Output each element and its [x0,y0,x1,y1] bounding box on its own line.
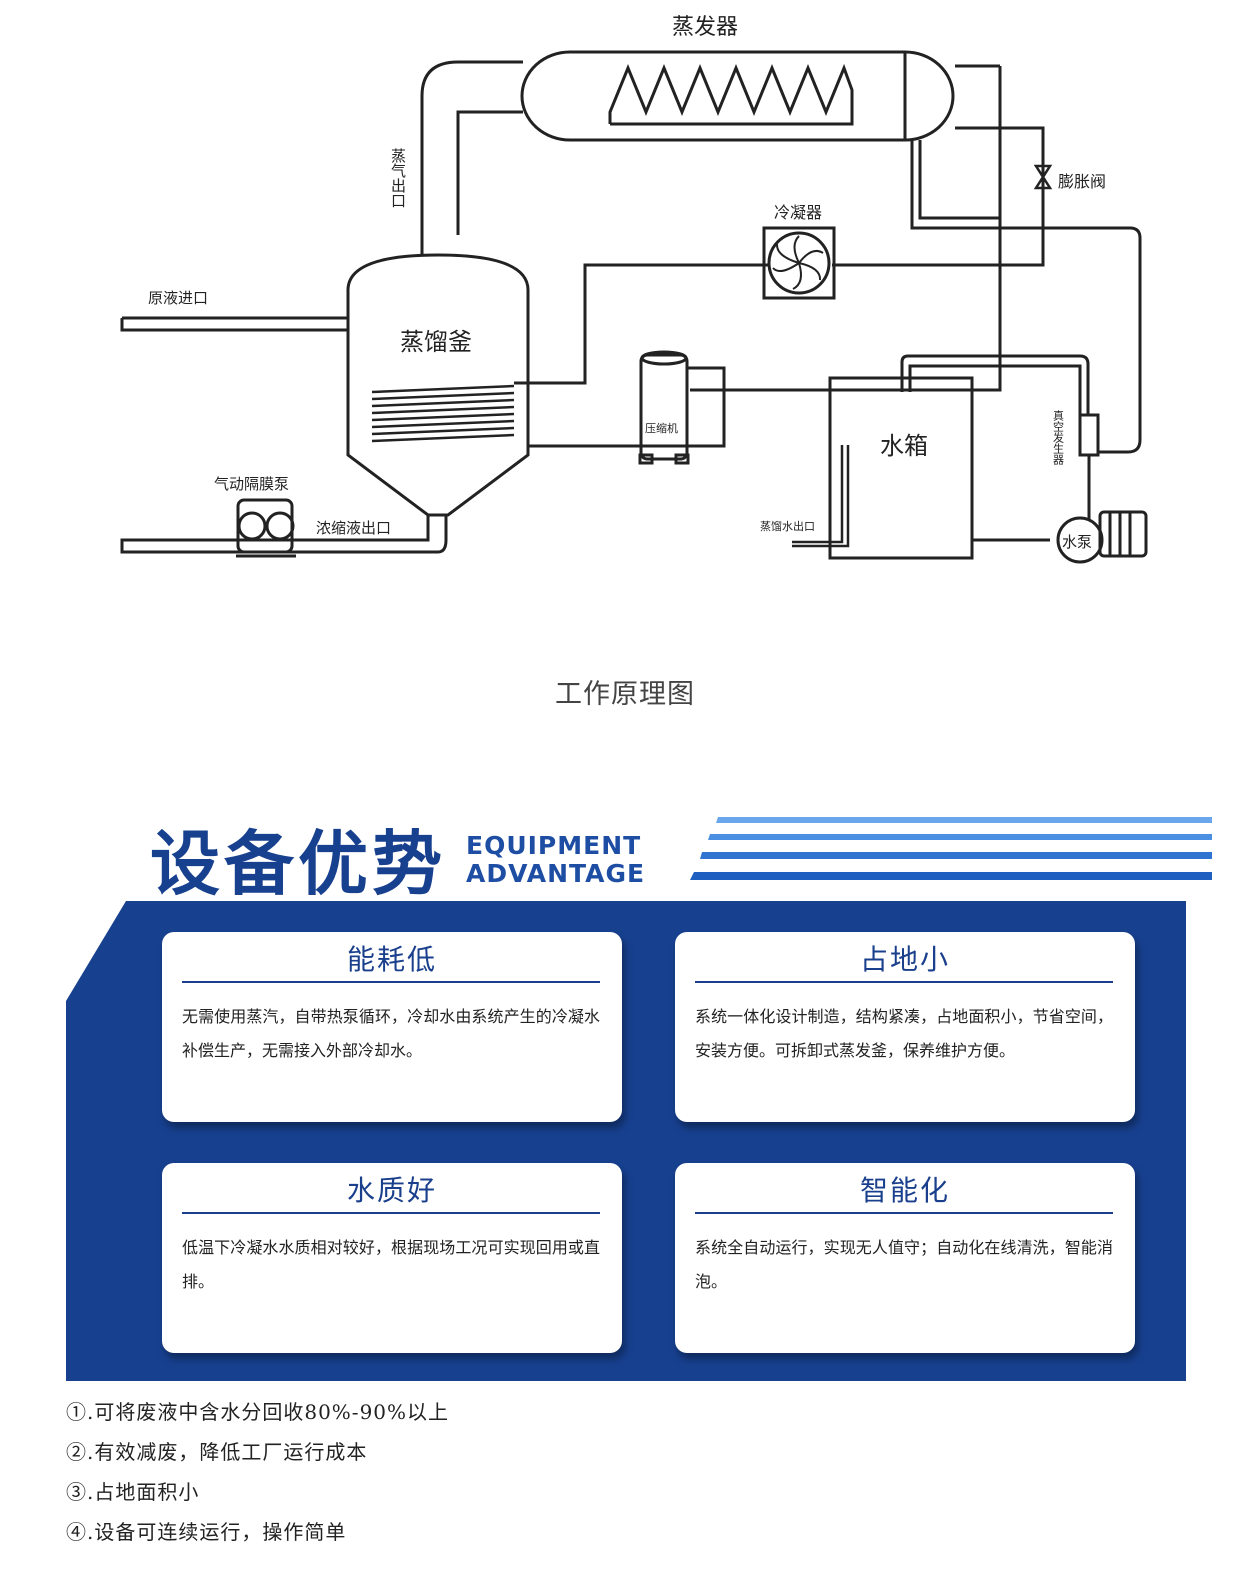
card-divider [695,981,1113,983]
condenser-label: 冷凝器 [774,203,822,222]
expansion-valve-label: 膨胀阀 [1058,172,1106,191]
card-title: 占地小 [859,943,950,976]
condenser [762,226,836,300]
diaphragm-pump-icon [236,498,296,558]
vacuum-generator-label: 真空发生器 [1052,409,1065,466]
card-title: 智能化 [859,1174,950,1207]
concentrate-outlet-label: 浓缩液出口 [316,519,391,537]
steam-outlet-label: 蒸气出口 [389,148,407,208]
advantage-en-line1: EQUIPMENT [466,831,642,860]
water-pump-icon [1056,510,1148,564]
expansion-valve-icon [1033,164,1053,190]
compressor [639,353,689,461]
feature-item: ④.设备可连续运行，操作简单 [66,1520,347,1544]
evaporator-label: 蒸发器 [672,15,738,40]
feature-item: ②.有效减废，降低工厂运行成本 [66,1440,368,1464]
card-text: 低温下冷凝水水质相对较好，根据现场工况可实现回用或直排。 [182,1238,600,1291]
card-divider [695,1212,1113,1214]
card-text: 系统一体化设计制造，结构紧凑，占地面积小，节省空间，安装方便。可拆卸式蒸发釜，保… [695,1007,1113,1060]
water-pump-label: 水泵 [1062,533,1092,551]
compressor-label: 压缩机 [645,421,678,435]
process-diagram: 蒸发器 蒸气出口 膨胀阀 冷凝器 原液进口 蒸馏釜 压缩机 水箱 真空发生器 气… [120,15,1148,564]
distilled-outlet-label: 蒸馏水出口 [760,519,815,533]
vacuum-generator [1078,413,1100,457]
card-text: 系统全自动运行，实现无人值守；自动化在线清洗，智能消泡。 [695,1238,1113,1291]
diagram-caption: 工作原理图 [555,679,695,710]
evaporator-coil [608,63,854,126]
card-divider [182,981,600,983]
decorative-stripes [690,817,1212,880]
evaporator-body [520,50,955,142]
card-divider [182,1212,600,1214]
diaphragm-pump-label: 气动隔膜泵 [214,475,289,493]
water-tank-label: 水箱 [880,432,928,460]
still-body [346,253,530,517]
advantage-english-title: EQUIPMENT ADVANTAGE [466,832,645,888]
feature-item: ③.占地面积小 [66,1480,200,1504]
advantage-title: 设备优势 [150,823,446,905]
advantage-en-line2: ADVANTAGE [466,859,646,888]
advantage-card-energy: 能耗低 无需使用蒸汽，自带热泵循环，冷却水由系统产生的冷凝水补偿生产，无需接入外… [162,932,622,1122]
advantage-card-footprint: 占地小 系统一体化设计制造，结构紧凑，占地面积小，节省空间，安装方便。可拆卸式蒸… [675,932,1135,1122]
feature-list: ①.可将废液中含水分回收80%-90%以上 ②.有效减废，降低工厂运行成本 ③.… [66,1392,449,1552]
water-tank [828,376,974,560]
still-label: 蒸馏釜 [400,328,472,356]
card-title: 能耗低 [346,943,437,976]
advantage-card-intelligent: 智能化 系统全自动运行，实现无人值守；自动化在线清洗，智能消泡。 [675,1163,1135,1353]
feature-item: ①.可将废液中含水分回收80%-90%以上 [66,1400,450,1424]
card-title: 水质好 [346,1174,437,1207]
advantage-card-water-quality: 水质好 低温下冷凝水水质相对较好，根据现场工况可实现回用或直排。 [162,1163,622,1353]
card-text: 无需使用蒸汽，自带热泵循环，冷却水由系统产生的冷凝水补偿生产，无需接入外部冷却水… [182,1007,600,1060]
condenser-fan-icon [767,231,831,295]
raw-inlet-label: 原液进口 [148,289,208,307]
